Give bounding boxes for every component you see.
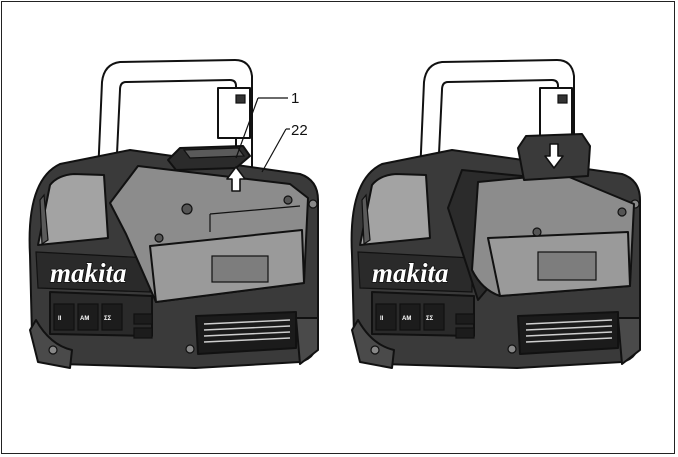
arrow-up-icon — [226, 166, 246, 192]
svg-text:makita: makita — [372, 258, 449, 288]
callout-label-1: 1 — [291, 90, 299, 107]
radio-right-view: makita — [350, 59, 641, 369]
radio-left-view: makita — [28, 59, 319, 369]
arrow-down-icon — [544, 143, 564, 169]
callout-22: 22 — [261, 122, 308, 173]
brand-logo: makita — [50, 258, 127, 288]
callout-label-22: 22 — [291, 122, 308, 139]
callout-1: 1 — [235, 90, 299, 159]
